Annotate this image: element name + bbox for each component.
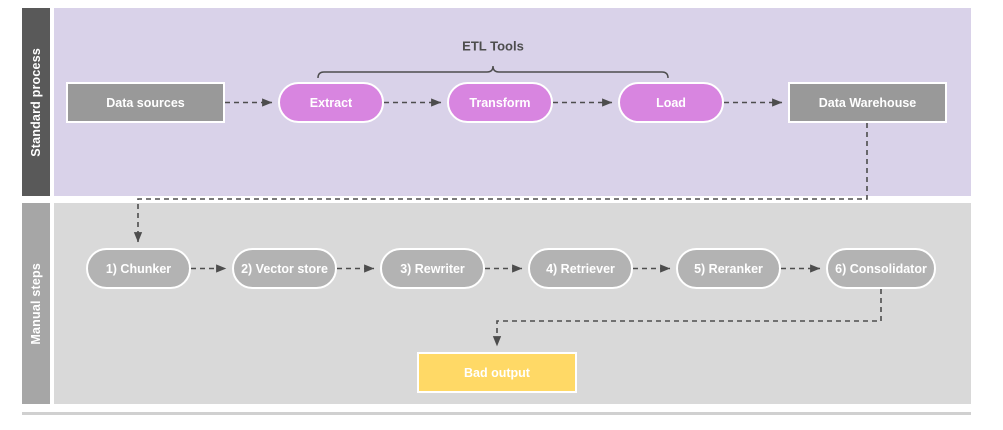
node-label-rewriter: 3) Rewriter (400, 261, 465, 276)
lane-label-standard-process: Standard process (29, 47, 43, 157)
lane-band-manual-steps: Manual steps (22, 203, 50, 404)
lane-label-manual-steps: Manual steps (29, 262, 43, 345)
node-load[interactable]: Load (618, 82, 724, 123)
lane-band-standard-process: Standard process (22, 8, 50, 196)
node-data-warehouse[interactable]: Data Warehouse (788, 82, 947, 123)
node-chunker[interactable]: 1) Chunker (86, 248, 191, 289)
etl-tools-label: ETL Tools (462, 38, 524, 54)
node-extract[interactable]: Extract (278, 82, 384, 123)
node-label-load: Load (656, 95, 686, 110)
node-label-extract: Extract (309, 95, 353, 110)
node-reranker[interactable]: 5) Reranker (676, 248, 781, 289)
node-label-chunker: 1) Chunker (105, 261, 172, 276)
node-label-consolidator: 6) Consolidator (835, 261, 927, 276)
node-retriever[interactable]: 4) Retriever (528, 248, 633, 289)
node-label-data-warehouse: Data Warehouse (818, 95, 917, 110)
node-label-bad-output: Bad output (464, 365, 530, 380)
bottom-divider (22, 412, 971, 415)
node-vector-store[interactable]: 2) Vector store (232, 248, 337, 289)
node-bad-output[interactable]: Bad output (417, 352, 577, 393)
node-label-transform: Transform (469, 95, 531, 110)
node-label-reranker: 5) Reranker (694, 261, 763, 276)
node-label-retriever: 4) Retriever (546, 261, 615, 276)
node-label-data-sources: Data sources (106, 95, 185, 110)
node-data-sources[interactable]: Data sources (66, 82, 225, 123)
node-rewriter[interactable]: 3) Rewriter (380, 248, 485, 289)
node-label-vector-store: 2) Vector store (241, 261, 328, 276)
node-transform[interactable]: Transform (447, 82, 553, 123)
node-consolidator[interactable]: 6) Consolidator (826, 248, 936, 289)
